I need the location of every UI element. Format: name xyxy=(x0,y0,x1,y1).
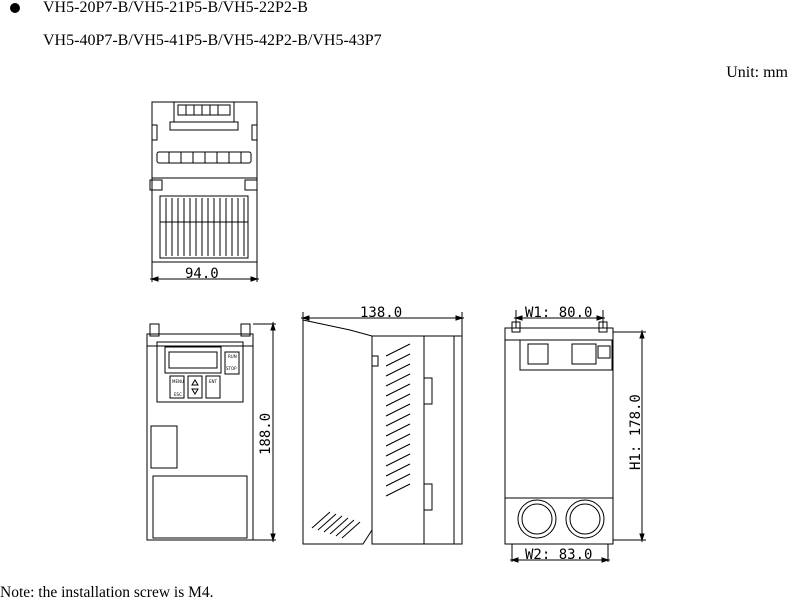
dim-top-width: 94.0 xyxy=(185,266,219,282)
back-view xyxy=(504,310,646,563)
unit-label: Unit: mm xyxy=(726,64,788,81)
top-view xyxy=(149,101,259,282)
installation-note: Note: the installation screw is M4. xyxy=(0,584,214,601)
front-view xyxy=(146,322,276,542)
dim-front-height: 188.0 xyxy=(258,413,274,455)
key-menu-label: MENU xyxy=(172,379,184,384)
dim-w2: W2: 83.0 xyxy=(525,547,592,563)
dim-h1: H1: 178.0 xyxy=(628,394,644,470)
key-stop-label: STOP xyxy=(226,366,237,371)
dim-side-depth: 138.0 xyxy=(360,305,402,321)
key-esc-label: ESC xyxy=(174,392,182,397)
bullet-icon xyxy=(10,3,20,13)
model-list-line-1: VH5-20P7-B/VH5-21P5-B/VH5-22P2-B xyxy=(43,0,308,16)
key-ent-label: ENT xyxy=(209,379,218,384)
dim-w1: W1: 80.0 xyxy=(525,305,592,321)
side-view xyxy=(301,312,464,545)
key-run-label: RUN xyxy=(228,354,237,359)
model-list-line-2: VH5-40P7-B/VH5-41P5-B/VH5-42P2-B/VH5-43P… xyxy=(43,32,382,49)
